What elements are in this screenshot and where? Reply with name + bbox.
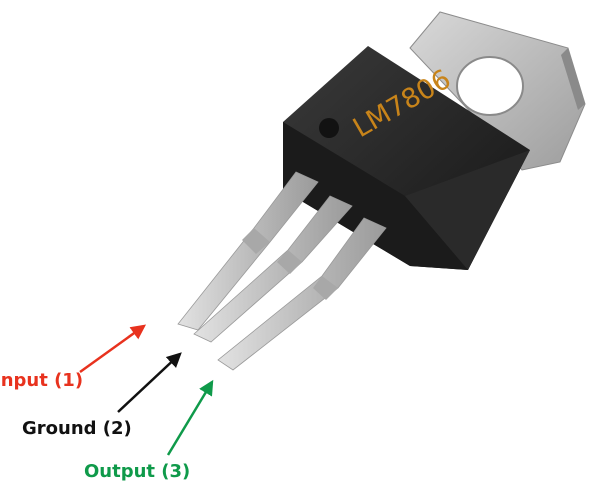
body-dimple xyxy=(319,118,339,138)
mounting-hole xyxy=(456,56,524,116)
output-arrow xyxy=(166,379,214,456)
ground-pin-label: Ground (2) xyxy=(22,418,132,439)
heatsink-tab xyxy=(409,11,586,171)
pin-2-lead xyxy=(193,195,353,343)
input-pin-label: Input (1) xyxy=(0,370,84,391)
ground-arrow xyxy=(117,352,182,413)
output-pin-label: Output (3) xyxy=(84,461,191,482)
input-arrow xyxy=(79,324,147,374)
regulator-body: LM7806 xyxy=(283,46,530,270)
pin-3-lead xyxy=(217,217,387,371)
